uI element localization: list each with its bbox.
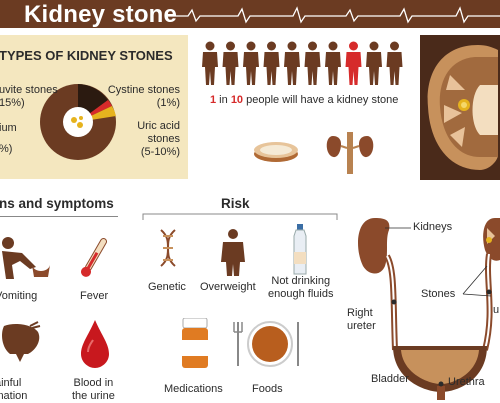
person-icon bbox=[202, 41, 218, 85]
right-text: Right bbox=[347, 307, 373, 319]
person-icon bbox=[304, 41, 321, 85]
fluids-line1: Not drinking bbox=[271, 275, 331, 287]
kidneys-small-icon bbox=[326, 132, 374, 174]
painful-text: ainful bbox=[0, 377, 22, 389]
dna-icon bbox=[160, 229, 176, 267]
urine-text: the urine bbox=[72, 390, 115, 402]
uric-name: Uric acid bbox=[137, 120, 180, 132]
painful-urination-label: ainful ination bbox=[0, 377, 27, 403]
calcium-pct: %) bbox=[0, 143, 13, 155]
kidney-cross-section-illustration bbox=[420, 35, 500, 180]
cystine-pct: (1%) bbox=[156, 97, 180, 109]
person-icon bbox=[243, 41, 259, 85]
cystine-name: Cystine stones bbox=[107, 84, 180, 96]
heartbeat-line bbox=[168, 6, 500, 24]
symptoms-divider bbox=[0, 216, 118, 217]
cystine-label: Cystine stones (1%) bbox=[100, 84, 180, 110]
person-icon bbox=[325, 41, 341, 85]
caption-rest: people will have a kidney stone bbox=[243, 94, 399, 106]
people-row bbox=[200, 41, 410, 86]
risk-title: Risk bbox=[221, 196, 250, 211]
foods-label: Foods bbox=[252, 383, 283, 395]
urinary-tract-diagram bbox=[358, 218, 500, 400]
person-icon bbox=[284, 41, 300, 85]
stone-types-donut bbox=[40, 84, 116, 160]
urethra-label: Urethra bbox=[448, 376, 485, 388]
uric-pct: (5-10%) bbox=[140, 146, 180, 158]
fever-label: Fever bbox=[80, 290, 109, 302]
uric-word: stones bbox=[147, 133, 180, 145]
urination-text: ination bbox=[0, 390, 28, 402]
stone-dish-icon bbox=[254, 142, 298, 162]
painful-urination-icon bbox=[2, 321, 41, 362]
symptoms-title: ns and symptoms bbox=[0, 196, 114, 211]
person-icon-highlighted bbox=[345, 41, 362, 85]
thermometer-icon bbox=[81, 238, 107, 277]
caption-in: in bbox=[216, 94, 231, 106]
overweight-person-icon bbox=[221, 229, 245, 276]
types-title: TYPES OF KIDNEY STONES bbox=[0, 48, 173, 63]
calcium-name: ium bbox=[0, 122, 17, 134]
people-caption: 1 in 10 people will have a kidney stone bbox=[210, 94, 398, 106]
blood-drop-icon bbox=[81, 320, 109, 368]
stones-label: Stones bbox=[421, 288, 456, 300]
kidneys-label: Kidneys bbox=[413, 221, 453, 233]
plate-food-icon bbox=[233, 321, 299, 367]
person-icon bbox=[222, 41, 239, 85]
blood-text: Blood in bbox=[73, 377, 114, 389]
person-icon bbox=[386, 41, 403, 85]
struvite-name: uvite stones bbox=[0, 84, 58, 96]
medication-bottle-icon bbox=[182, 318, 208, 368]
water-bottle-icon bbox=[293, 224, 307, 275]
vomiting-label: Vomiting bbox=[0, 290, 38, 302]
medications-label: Medications bbox=[164, 383, 223, 395]
people-icons bbox=[202, 41, 403, 85]
fluids-label: Not drinking enough fluids bbox=[268, 275, 333, 301]
struvite-label: uvite stones 15%) bbox=[0, 84, 58, 110]
genetic-label: Genetic bbox=[148, 281, 186, 293]
fluids-line2: enough fluids bbox=[268, 288, 334, 300]
page-title: Kidney stone bbox=[24, 1, 178, 28]
ureter-text: ureter bbox=[347, 320, 376, 332]
caption-num1: 1 bbox=[210, 94, 217, 106]
vomiting-person-icon bbox=[2, 237, 50, 279]
uric-label: Uric acid stones (5-10%) bbox=[120, 120, 180, 159]
person-icon bbox=[366, 41, 382, 85]
bladder-label: Bladder bbox=[371, 373, 409, 385]
calcium-label: ium %) bbox=[0, 122, 17, 156]
blood-urine-label: Blood in the urine bbox=[72, 377, 115, 403]
person-icon bbox=[263, 41, 280, 85]
struvite-pct: 15%) bbox=[0, 97, 25, 109]
right-ureter-label: Right ureter bbox=[347, 307, 376, 333]
header-bar bbox=[0, 0, 500, 28]
caption-num2: 10 bbox=[230, 94, 244, 106]
overweight-label: Overweight bbox=[200, 281, 256, 293]
left-ureter-partial-label: u bbox=[493, 304, 500, 316]
risk-bracket bbox=[142, 213, 338, 220]
